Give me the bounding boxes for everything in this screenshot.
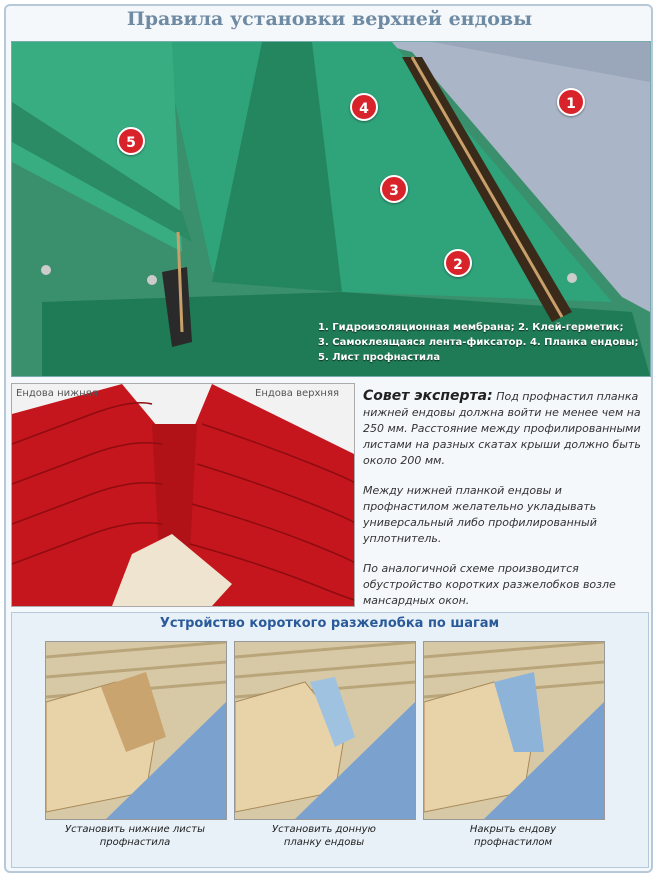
step-1-caption: Установить нижние листы профнастила — [64, 824, 205, 848]
badge-1: 1 — [557, 88, 585, 116]
label-upper-valley: Ендова верхняя — [255, 388, 339, 399]
step-2-illustration — [234, 641, 416, 820]
badge-3: 3 — [380, 175, 408, 203]
legend-line: 3. Самоклеящаяся лента-фиксатор. 4. План… — [318, 337, 639, 348]
tile-valley-illustration: Ендова нижняя Ендова верхняя — [11, 383, 355, 607]
badge-5: 5 — [117, 127, 145, 155]
step-1-illustration — [45, 641, 227, 820]
step-2-drawing — [235, 642, 415, 819]
valley-install-illustration: 1 2 3 4 5 — [11, 41, 651, 377]
steps-title: Устройство короткого разжелобка по шагам — [159, 616, 500, 631]
step-1-drawing — [46, 642, 226, 819]
label-lower-valley: Ендова нижняя — [16, 388, 98, 399]
tile-roof-drawing — [12, 384, 354, 606]
badge-2: 2 — [444, 249, 472, 277]
step-3-illustration — [423, 641, 605, 820]
legend-line: 5. Лист профнастила — [318, 352, 441, 363]
valley-drawing — [12, 42, 650, 376]
step-3-drawing — [424, 642, 604, 819]
expert-lead: Совет эксперта: — [363, 388, 493, 404]
expert-advice: Совет эксперта: Под профнастил планка ни… — [363, 388, 645, 623]
legend: 1. Гидроизоляционная мембрана; 2. Клей-г… — [318, 320, 646, 365]
step-3-caption: Накрыть ендову профнастилом — [469, 824, 557, 848]
step-2-caption: Установить донную планку ендовы — [272, 824, 376, 848]
badge-4: 4 — [350, 93, 378, 121]
expert-paragraph-3: По аналогичной схеме производится обустр… — [363, 562, 616, 607]
expert-paragraph-2: Между нижней планкой ендовы и профнастил… — [363, 484, 597, 545]
page-title: Правила установки верхней ендовы — [126, 8, 533, 30]
legend-line: 1. Гидроизоляционная мембрана; 2. Клей-г… — [318, 322, 624, 333]
expert-paragraph-1: Под профнастил планка нижней ендовы долж… — [363, 390, 641, 467]
